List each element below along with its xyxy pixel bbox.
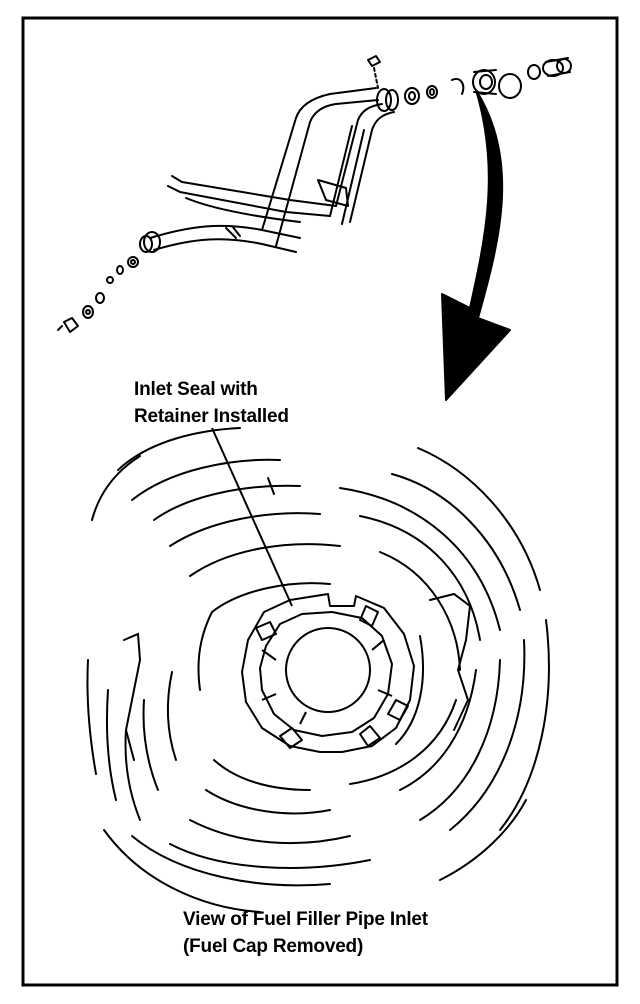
direction-arrow [441,89,511,401]
figure-caption: View of Fuel Filler Pipe Inlet (Fuel Cap… [183,906,428,960]
page-border [21,16,619,987]
callout-line-2: Retainer Installed [134,406,289,427]
fuel-filler-inlet-view [86,427,550,913]
fuel-filler-pipe-assembly [57,55,572,333]
inlet-seal-retainer [241,593,415,753]
caption-line-2: (Fuel Cap Removed) [183,936,364,957]
caption-line-1: View of Fuel Filler Pipe Inlet [183,909,428,930]
callout-line-1: Inlet Seal with [134,379,258,400]
inlet-seal-callout: Inlet Seal with Retainer Installed [134,376,289,430]
